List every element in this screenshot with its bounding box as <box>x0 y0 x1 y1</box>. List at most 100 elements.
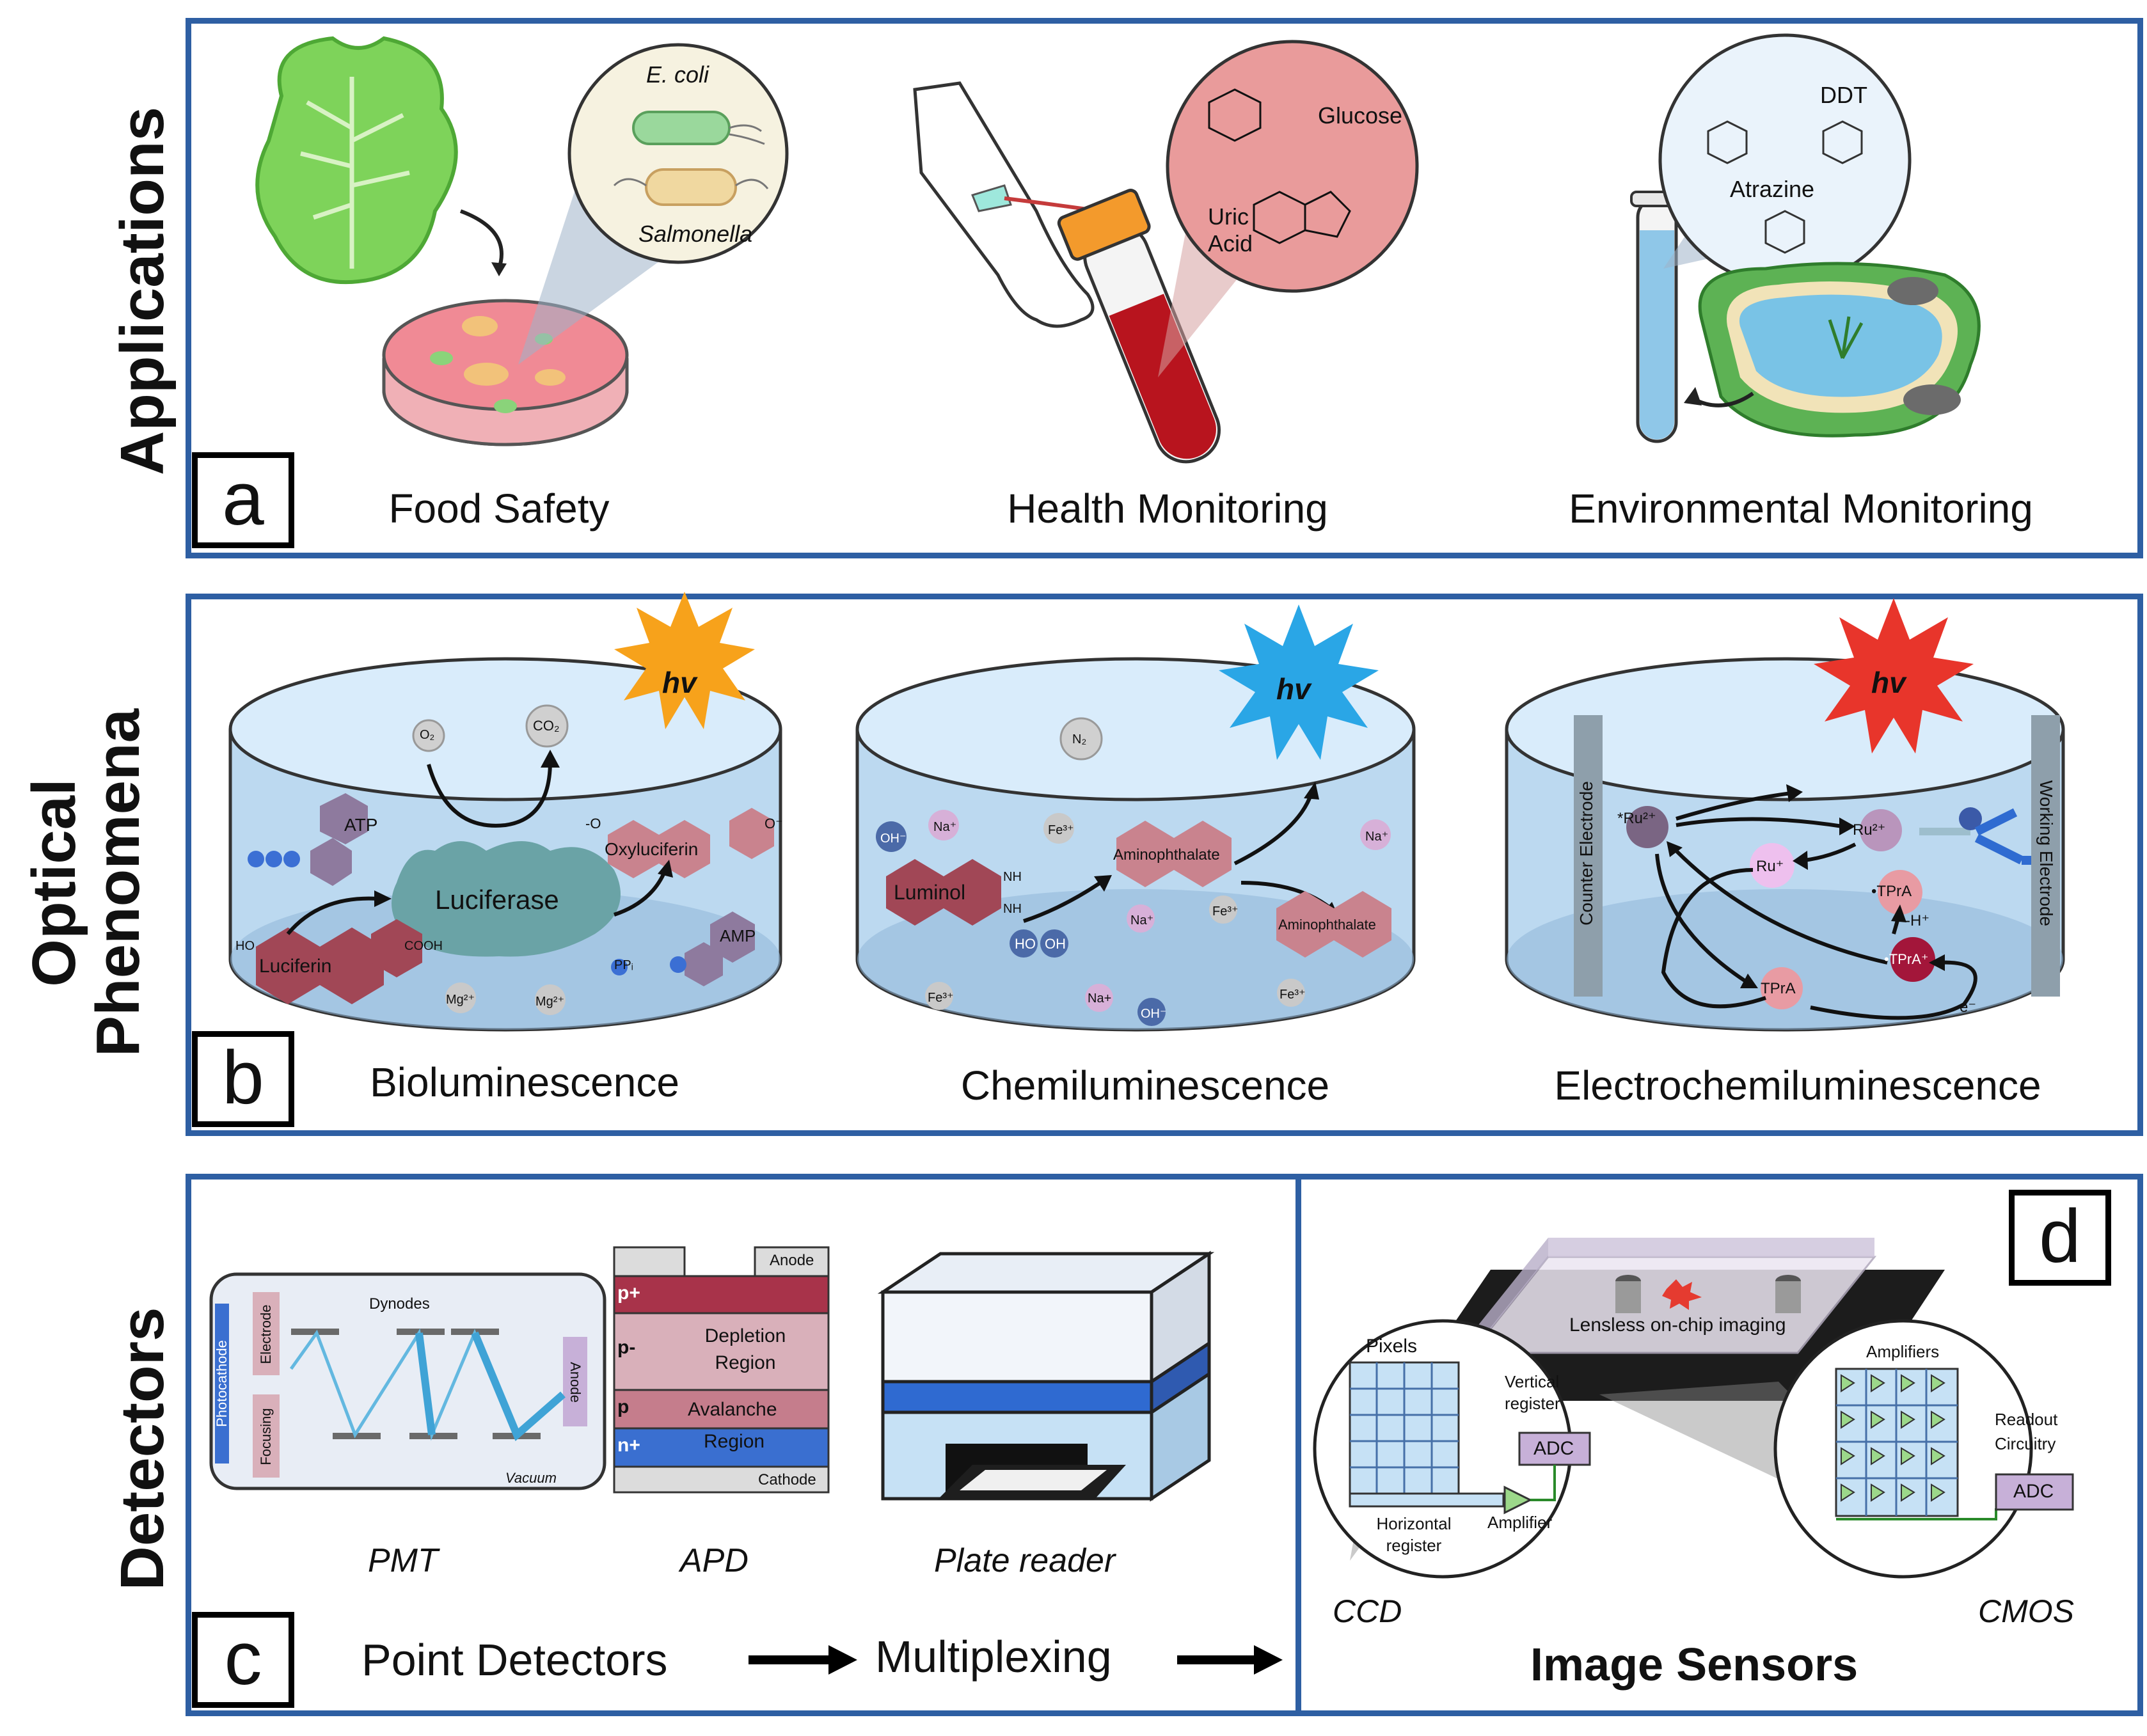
chip-label: Lensless on-chip imaging <box>1569 1314 1786 1336</box>
apd-region-label: Region <box>704 1431 765 1452</box>
ccd-horizontal-line1: Horizontal <box>1376 1514 1452 1533</box>
label-ppi: PPᵢ <box>614 958 633 972</box>
ccd-pixels-label: Pixels <box>1366 1336 1418 1357</box>
label-fe-2: Fe³⁺ <box>1212 904 1239 919</box>
pmt-icon <box>209 1272 606 1490</box>
caption-health-monitoring: Health Monitoring <box>1007 485 1328 532</box>
label-salmonella: Salmonella <box>638 221 753 247</box>
label-n2: N₂ <box>1072 732 1087 746</box>
apd-title: APD <box>680 1542 749 1579</box>
label-mg-1: Mg²⁺ <box>446 993 475 1007</box>
label-oh-chemi: OH <box>1045 936 1066 952</box>
apd-p-minus-label: p- <box>617 1337 636 1358</box>
ccd-vertical-register-label: Vertical register <box>1505 1371 1560 1414</box>
panel-a-letter: a <box>192 452 294 548</box>
label-aminophthalate-excited: Aminophthalate <box>1113 846 1220 864</box>
label-ecoli: E. coli <box>646 61 709 88</box>
apd-cathode-label: Cathode <box>758 1471 816 1488</box>
chemi-photon-label: hv <box>1276 672 1311 706</box>
label-aminophthalate: Aminophthalate <box>1278 917 1376 933</box>
label-tpra: TPrA <box>1761 980 1796 997</box>
counter-electrode <box>1574 715 1603 997</box>
label-luciferin: Luciferin <box>259 956 332 977</box>
arm-icon <box>913 81 1101 328</box>
ecl-star-icon <box>1814 598 1974 754</box>
label-tpra-cation: •TPrA⁺ <box>1884 951 1929 967</box>
label-ho-bio: HO <box>235 939 255 953</box>
label-atp: ATP <box>344 815 378 835</box>
bio-photon-label: hv <box>662 666 697 699</box>
label-fe-3: Fe³⁺ <box>928 991 954 1005</box>
label-luciferase: Luciferase <box>435 885 559 915</box>
label-luminol: Luminol <box>894 881 966 904</box>
lettuce-icon <box>255 36 458 285</box>
ccd-horizontal-register-label: Horizontal register <box>1369 1513 1459 1556</box>
caption-chemiluminescence: Chemiluminescence <box>960 1062 1330 1109</box>
label-atrazine: Atrazine <box>1730 176 1815 202</box>
image-sensors-title: Image Sensors <box>1530 1639 1858 1691</box>
apd-p-label: p <box>617 1396 630 1417</box>
ccd-vertical-line2: register <box>1505 1394 1560 1413</box>
cmos-amplifiers-label: Amplifiers <box>1866 1342 1940 1361</box>
label-na-4: Na+ <box>1088 991 1112 1006</box>
pmt-title: PMT <box>368 1542 438 1579</box>
label-oh-2: OH⁻ <box>1141 1007 1167 1021</box>
flow-multiplexing: Multiplexing <box>875 1632 1112 1682</box>
cmos-readout-line1: Readout <box>1995 1410 2058 1429</box>
pmt-vacuum-label: Vacuum <box>505 1470 557 1486</box>
cmos-readout-label: Readout Circuitry <box>1995 1407 2057 1456</box>
apd-avalanche-label: Avalanche <box>688 1399 777 1420</box>
plate-reader-icon <box>877 1251 1215 1502</box>
label-nh-2: NH <box>1003 902 1022 916</box>
label-ru-excited: *Ru²⁺ <box>1617 810 1656 827</box>
cmos-name: CMOS <box>1978 1593 2074 1629</box>
label-minus-e: -e⁻ <box>1954 998 1977 1016</box>
label-uric: Uric <box>1208 203 1249 230</box>
label-na-2: Na⁺ <box>1365 830 1389 844</box>
label-ru2: Ru²⁺ <box>1853 821 1886 839</box>
ccd-circle <box>1313 1319 1591 1579</box>
label-o2: O₂ <box>420 728 435 742</box>
caption-electrochemiluminescence: Electrochemiluminescence <box>1554 1062 2041 1109</box>
caption-food-safety: Food Safety <box>388 485 610 532</box>
label-oxyluciferin: Oxyluciferin <box>605 839 699 859</box>
label-ddt: DDT <box>1820 82 1867 108</box>
caption-bioluminescence: Bioluminescence <box>370 1059 679 1105</box>
label-co2: CO₂ <box>533 718 560 734</box>
apd-n-plus-label: n+ <box>617 1435 640 1456</box>
ccd-adc-label: ADC <box>1533 1438 1574 1459</box>
ccd-amplifier-label: Amplifier <box>1487 1513 1553 1532</box>
apd-icon <box>613 1246 830 1494</box>
label-mg-2: Mg²⁺ <box>535 995 564 1009</box>
label-acid: Acid <box>1208 230 1253 256</box>
label-oh-1: OH⁻ <box>880 832 907 846</box>
label-ho-chemi: HO <box>1015 936 1036 952</box>
plate-reader-title: Plate reader <box>934 1542 1116 1579</box>
panel-c-letter: c <box>192 1612 294 1708</box>
panel-b-letter: b <box>192 1031 294 1127</box>
cmos-readout-line2: Circuitry <box>1995 1434 2056 1453</box>
label-glucose: Glucose <box>1318 102 1403 129</box>
label-ru-plus: Ru⁺ <box>1756 858 1784 875</box>
working-electrode <box>2031 715 2060 997</box>
pmt-dynodes-label: Dynodes <box>369 1295 430 1313</box>
ecl-photon-label: hv <box>1871 666 1906 699</box>
panel-a-illustrations <box>255 33 1981 464</box>
flow-arrow-1 <box>749 1645 857 1675</box>
chemi-star-icon <box>1219 604 1379 760</box>
cmos-circle <box>1773 1319 2074 1579</box>
label-cooh: COOH <box>404 939 443 953</box>
label-tpra-radical: •TPrA <box>1871 883 1912 900</box>
ccd-horizontal-line2: register <box>1386 1536 1442 1555</box>
label-minus-h: -H⁺ <box>1905 912 1929 929</box>
apd-anode-label: Anode <box>770 1252 814 1269</box>
apd-p-plus-label: p+ <box>617 1282 640 1304</box>
label-o-right: O⁻ <box>765 816 783 832</box>
caption-environmental-monitoring: Environmental Monitoring <box>1569 485 2033 532</box>
bio-star-icon <box>614 592 755 729</box>
label-amp: AMP <box>720 926 756 945</box>
label-fe-1: Fe³⁺ <box>1048 823 1074 837</box>
label-uric-acid: Uric Acid <box>1208 203 1253 257</box>
